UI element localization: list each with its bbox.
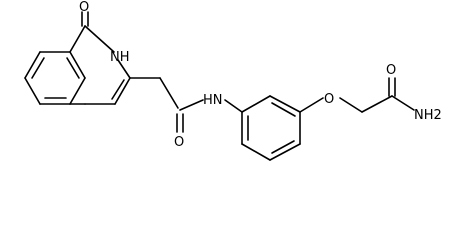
atom-labels: O NH HN O O O NH2 xyxy=(79,0,442,150)
bond xyxy=(391,95,415,111)
bond xyxy=(269,143,301,161)
double-bond-inner xyxy=(271,102,296,117)
phenyl-ring xyxy=(241,95,301,161)
bond xyxy=(159,77,179,109)
bond xyxy=(24,77,41,105)
double-bond-inner xyxy=(66,57,80,79)
carboxamide-linker xyxy=(129,77,243,133)
bond xyxy=(24,51,41,79)
molecule-structure-diagram: O NH HN O O O NH2 xyxy=(24,0,442,161)
nh2-label: NH2 xyxy=(414,108,442,123)
oxygen-ether-label: O xyxy=(324,92,334,107)
double-bond-inner xyxy=(271,140,295,154)
bond xyxy=(84,25,115,53)
pyridinone-ring xyxy=(69,11,131,105)
bond xyxy=(69,77,86,105)
bond xyxy=(114,77,131,105)
oxyacetamide-chain xyxy=(299,77,415,113)
bond xyxy=(179,99,204,111)
benzo-ring xyxy=(24,51,86,105)
nh-ring-label: NH xyxy=(110,50,130,65)
bond xyxy=(339,97,363,113)
oxygen-lactam-label: O xyxy=(79,0,89,15)
bond xyxy=(269,95,301,113)
nh-amide-label: HN xyxy=(203,93,223,108)
bond xyxy=(69,51,86,79)
oxygen-terminal-label: O xyxy=(386,63,396,78)
bond xyxy=(361,95,393,113)
double-bond-inner xyxy=(111,79,125,100)
bond xyxy=(241,95,271,113)
bond xyxy=(69,25,86,53)
bond xyxy=(117,59,131,79)
double-bond-inner xyxy=(31,57,45,79)
oxygen-amide-label: O xyxy=(174,135,184,150)
bond xyxy=(241,143,271,161)
bond xyxy=(299,97,324,113)
bond xyxy=(224,99,243,113)
